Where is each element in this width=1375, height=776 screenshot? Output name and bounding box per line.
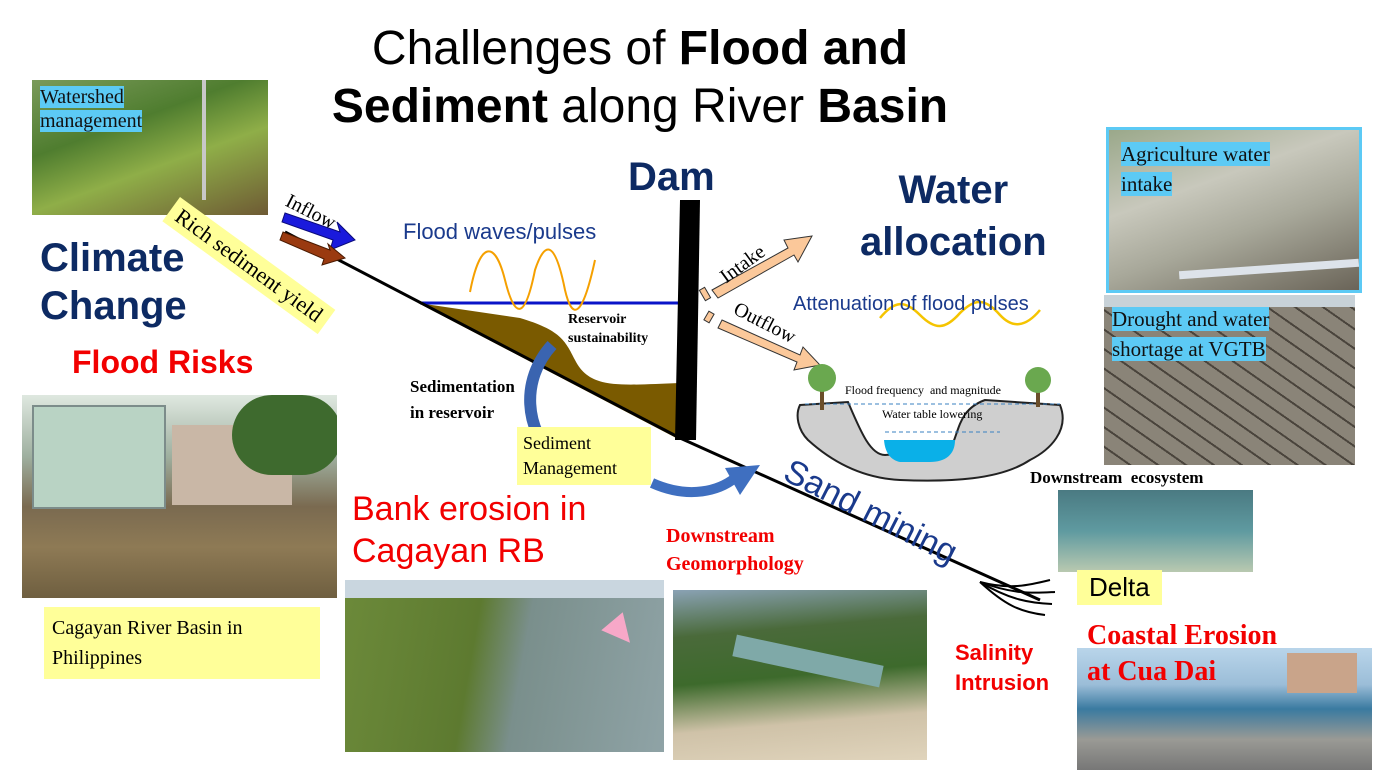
salinity-intrusion-heading: Salinity Intrusion	[955, 638, 1049, 698]
coastal-erosion-photo	[1077, 648, 1372, 770]
intake-arrow-icon	[698, 235, 813, 302]
title-text: along River	[547, 80, 818, 133]
arrow-icon	[601, 612, 641, 652]
coastal-erosion-heading: Coastal Erosion at Cua Dai	[1087, 618, 1277, 690]
riverbed-line-downstream	[679, 436, 1041, 602]
reservoir-sediment	[418, 303, 680, 440]
geomorphology-line: Geomorphology	[666, 553, 804, 575]
cagayan-rb-line: Cagayan RB	[352, 532, 545, 570]
delta-label: Delta	[1077, 570, 1162, 605]
bank-erosion-heading: Bank erosion in Cagayan RB	[352, 488, 586, 572]
reservoir-sustainability-label: Reservoir sustainability	[568, 310, 648, 348]
downstream-line: Downstream	[666, 525, 775, 547]
water-line: Water	[898, 168, 1009, 212]
change-line: Change	[40, 284, 187, 328]
flood-waves-label: Flood waves/pulses	[403, 219, 597, 244]
agriculture-label-line2: intake	[1121, 172, 1173, 196]
river-water	[884, 440, 955, 462]
tree-icon	[1025, 367, 1051, 407]
agriculture-label-line1: Agriculture water	[1121, 142, 1270, 166]
climate-change-heading: Climate Change	[40, 234, 187, 330]
reservoir-line: Reservoir	[568, 312, 627, 327]
ecosystem-photo	[1058, 490, 1253, 572]
drought-label-line2: shortage at VGTB	[1112, 337, 1266, 361]
drought-label-line1: Drought and water	[1112, 307, 1270, 331]
cagayan-caption: Cagayan River Basin in Philippines	[44, 607, 320, 679]
bank-erosion-line: Bank erosion in	[352, 490, 587, 528]
dam-wall	[675, 200, 700, 440]
climate-line: Climate	[40, 236, 185, 280]
flood-photo	[22, 395, 337, 598]
sediment-bypass-arrowhead	[725, 465, 760, 495]
attenuation-wave-line	[879, 300, 1041, 328]
title-bold: Sediment	[331, 80, 548, 133]
slide-title: Challenges of Flood and Sediment along R…	[250, 20, 1030, 136]
sedimentation-line: Sedimentation	[410, 377, 515, 396]
title-text: Challenges of	[371, 22, 679, 75]
sedimentation-label: Sedimentation in reservoir	[410, 374, 515, 426]
sediment-line: Sediment	[523, 433, 591, 453]
flood-wave-line	[469, 248, 596, 311]
downstream-geomorphology-heading: Downstream Geomorphology	[666, 522, 804, 578]
coastal-erosion-line: Coastal Erosion	[1087, 620, 1278, 651]
allocation-line: allocation	[860, 220, 1047, 264]
management-line: Management	[523, 458, 617, 478]
flood-risks-heading: Flood Risks	[72, 344, 254, 380]
sustainability-line: sustainability	[568, 331, 649, 346]
cua-dai-line: at Cua Dai	[1087, 656, 1217, 687]
salinity-line: Salinity	[955, 640, 1034, 665]
water-allocation-label: Water allocation	[860, 164, 1047, 268]
sediment-bypass-arrow	[649, 473, 739, 498]
in-reservoir-line: in reservoir	[410, 403, 495, 422]
flood-frequency-label: Flood frequency and magnitude	[845, 383, 1001, 397]
tree-icon	[808, 364, 836, 410]
dam-label: Dam	[628, 155, 715, 199]
intrusion-line: Intrusion	[955, 670, 1050, 695]
agriculture-intake-photo: Agriculture water intake	[1106, 127, 1362, 293]
title-bold: Flood and	[678, 22, 909, 75]
water-table-label: Water table lowering	[882, 407, 983, 421]
inflow-arrow-icon	[279, 212, 356, 266]
delta-channels-icon	[979, 579, 1056, 616]
drought-photo: Drought and water shortage at VGTB	[1104, 295, 1355, 465]
outflow-arrow-icon	[703, 310, 821, 371]
riverbed-line	[284, 230, 681, 440]
attenuation-label: Attenuation of flood pulses	[793, 293, 1029, 315]
watershed-photo: Watershed management	[32, 80, 268, 215]
title-bold: Basin	[817, 80, 949, 133]
downstream-ecosystem-label: Downstream ecosystem	[1030, 468, 1204, 487]
geomorphology-photo	[673, 590, 927, 760]
sediment-management-box: Sediment Management	[517, 427, 651, 485]
bank-erosion-photo	[345, 580, 664, 752]
